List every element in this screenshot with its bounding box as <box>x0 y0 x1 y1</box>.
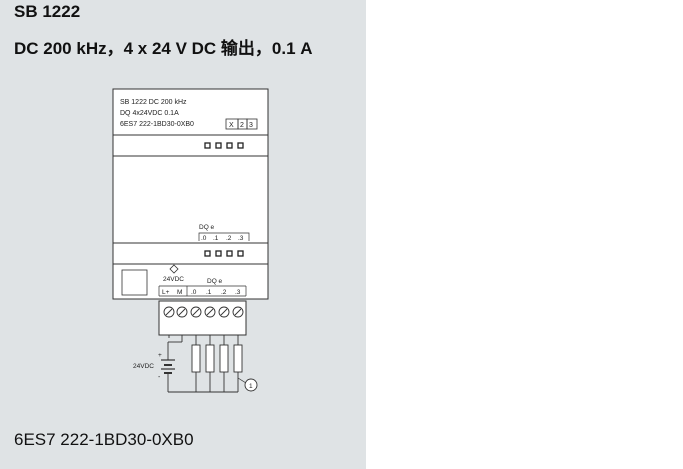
supply-voltage-label: 24VDC <box>133 363 154 370</box>
status-led <box>215 142 222 149</box>
callout-number: 1 <box>249 383 253 390</box>
module-label-line2: DQ 4x24VDC 0.1A <box>120 110 179 117</box>
resistor-icon <box>191 344 201 373</box>
figure-title: SB 1222 <box>14 2 81 21</box>
module-window <box>121 269 148 296</box>
terminal-ch2: .2 <box>221 289 227 296</box>
dq-bracket <box>198 232 250 241</box>
wiring-diagram: SB 1222 DC 200 kHz DQ 4x24VDC 0.1A 6ES7 … <box>112 88 269 393</box>
screw-slots <box>165 308 242 316</box>
supply-minus: - <box>158 374 161 381</box>
module-label-line1: SB 1222 DC 200 kHz <box>120 99 187 106</box>
channel-led <box>237 250 244 257</box>
terminal-dq-label: DQ e <box>207 278 223 285</box>
battery-icon <box>161 359 175 374</box>
callout-circle <box>244 378 258 392</box>
status-led <box>204 142 211 149</box>
slot-x-label: X <box>229 122 234 129</box>
terminal-m: M <box>177 289 182 296</box>
resistor-icon <box>233 344 243 373</box>
power-symbol-icon <box>169 264 179 274</box>
channel-led <box>215 250 222 257</box>
callout-leader <box>237 377 247 384</box>
terminal-ch1: .1 <box>206 289 212 296</box>
terminal-ch0: .0 <box>191 289 197 296</box>
terminal-supply-label: 24VDC <box>163 276 184 283</box>
slot-3-label: 3 <box>249 122 253 129</box>
wires <box>167 335 239 393</box>
terminal-ch3: .3 <box>235 289 241 296</box>
load-resistors <box>191 344 243 373</box>
resistor-icon <box>219 344 229 373</box>
slot-box <box>246 118 258 130</box>
module-dq-ch1: .1 <box>213 235 219 242</box>
resistor-icon <box>205 344 215 373</box>
module-dq-label: DQ e <box>199 224 215 231</box>
module-label-line3: 6ES7 222-1BD30-0XB0 <box>120 121 194 128</box>
module-dq-ch3: .3 <box>238 235 244 242</box>
channel-led <box>226 250 233 257</box>
terminal-connector <box>158 300 247 336</box>
status-led <box>226 142 233 149</box>
status-led <box>237 142 244 149</box>
order-number: 6ES7 222-1BD30-0XB0 <box>14 430 194 449</box>
figure-subtitle: DC 200 kHz，4 x 24 V DC 输出，0.1 A <box>14 39 313 58</box>
module-dq-ch2: .2 <box>226 235 232 242</box>
terminal-lplus: L+ <box>162 289 170 296</box>
supply-plus: + <box>158 352 162 359</box>
slot-2-label: 2 <box>240 122 244 129</box>
channel-led <box>204 250 211 257</box>
module-dq-ch0: .0 <box>201 235 207 242</box>
